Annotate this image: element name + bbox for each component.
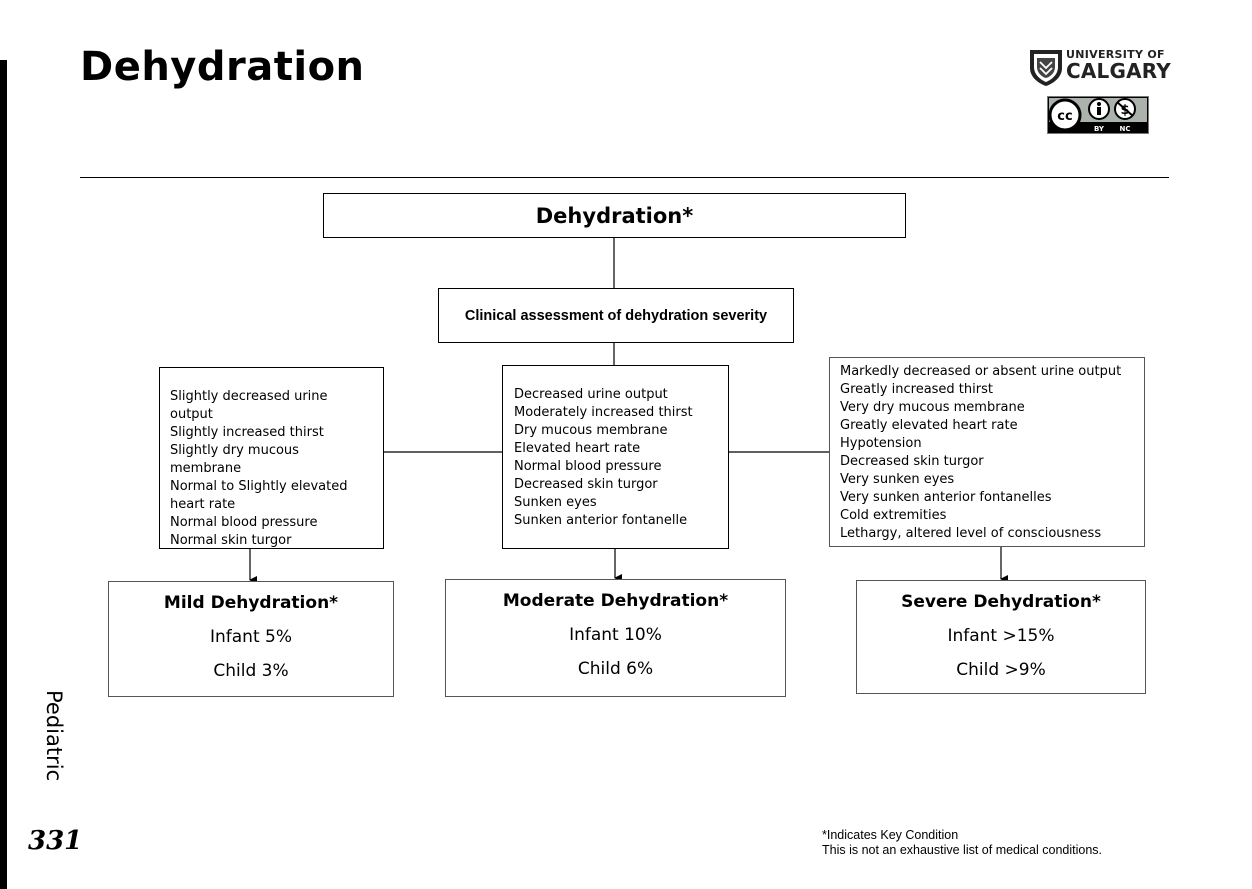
symptom-item: Slightly dry mucous membrane: [170, 443, 299, 476]
symptom-item: Greatly elevated heart rate: [840, 418, 1018, 433]
severe-symptoms-box: Markedly decreased or absent urine outpu…: [829, 357, 1145, 547]
mild-outcome-child: Child 3%: [213, 661, 289, 681]
symptom-item: Elevated heart rate: [514, 441, 641, 456]
disclaimer-note: This is not an exhaustive list of medica…: [822, 843, 1102, 857]
mild-outcome-box: Mild Dehydration* Infant 5% Child 3%: [108, 581, 394, 697]
severe-outcome-title: Severe Dehydration*: [901, 592, 1101, 612]
mild-outcome-infant: Infant 5%: [209, 627, 292, 647]
symptom-item: Greatly increased thirst: [840, 382, 993, 397]
header-divider: [80, 177, 1169, 178]
root-node: Dehydration*: [323, 193, 906, 238]
symptom-item: Slightly increased thirst: [170, 425, 324, 440]
svg-text:cc: cc: [1057, 109, 1072, 124]
svg-text:$: $: [1120, 103, 1129, 118]
symptom-item: Markedly decreased or absent urine outpu…: [840, 364, 1122, 379]
university-crest-icon: [1030, 50, 1062, 86]
symptom-item: Sunken eyes: [514, 495, 597, 510]
university-line2: CALGARY: [1066, 59, 1171, 83]
symptom-item: Decreased skin turgor: [514, 477, 658, 492]
footnotes: *Indicates Key Condition This is not an …: [822, 828, 1102, 858]
page-title: Dehydration: [80, 44, 365, 90]
moderate-outcome-box: Moderate Dehydration* Infant 10% Child 6…: [445, 579, 786, 697]
symptom-item: Very sunken eyes: [840, 472, 955, 487]
cc-nc-label: NC: [1120, 125, 1131, 133]
severe-outcome-infant: Infant >15%: [947, 626, 1055, 646]
side-black-bar: [0, 60, 7, 889]
symptom-item: Decreased urine output: [514, 387, 668, 402]
severe-outcome-box: Severe Dehydration* Infant >15% Child >9…: [856, 580, 1146, 694]
symptom-item: Very dry mucous membrane: [840, 400, 1025, 415]
moderate-outcome-title: Moderate Dehydration*: [502, 591, 729, 611]
moderate-outcome-infant: Infant 10%: [569, 625, 662, 645]
symptom-item: Slightly decreased urine: [170, 389, 328, 404]
severe-symptoms-list: Markedly decreased or absent urine outpu…: [840, 363, 1134, 543]
creative-commons-license-icon: cc $ BY NC: [1047, 96, 1149, 134]
symptom-item: Normal blood pressure: [514, 459, 662, 474]
page-number: 331: [28, 826, 83, 856]
symptom-item: Cold extremities: [840, 508, 947, 523]
mild-outcome-title: Mild Dehydration*: [163, 593, 339, 613]
symptom-item: Sunken anterior fontanelle: [514, 513, 688, 528]
symptom-item: Dry mucous membrane: [514, 423, 668, 438]
symptom-item: Normal blood pressure: [170, 515, 318, 530]
moderate-outcome-child: Child 6%: [577, 659, 654, 679]
university-name: UNIVERSITY OF CALGARY: [1066, 49, 1171, 81]
university-line1: UNIVERSITY OF: [1066, 48, 1165, 61]
symptom-item: Lethargy, altered level of consciousness: [840, 526, 1102, 541]
symptom-item: Hypotension: [840, 436, 922, 451]
symptom-item: Normal to Slightly elevated: [170, 479, 348, 494]
section-label-text: Pediatric: [42, 690, 66, 782]
symptom-item: Very sunken anterior fontanelles: [840, 490, 1052, 505]
assessment-node: Clinical assessment of dehydration sever…: [438, 288, 794, 343]
symptom-item: Decreased skin turgor: [840, 454, 984, 469]
section-side-label: Pediatric: [10, 690, 70, 800]
cc-by-label: BY: [1094, 125, 1105, 133]
symptom-item: heart rate: [170, 497, 236, 512]
key-condition-note: *Indicates Key Condition: [822, 828, 959, 842]
severe-outcome-child: Child >9%: [956, 660, 1046, 680]
symptom-item: output: [170, 407, 213, 422]
symptom-item: Moderately increased thirst: [514, 405, 693, 420]
symptom-item: Normal skin turgor: [170, 533, 292, 548]
